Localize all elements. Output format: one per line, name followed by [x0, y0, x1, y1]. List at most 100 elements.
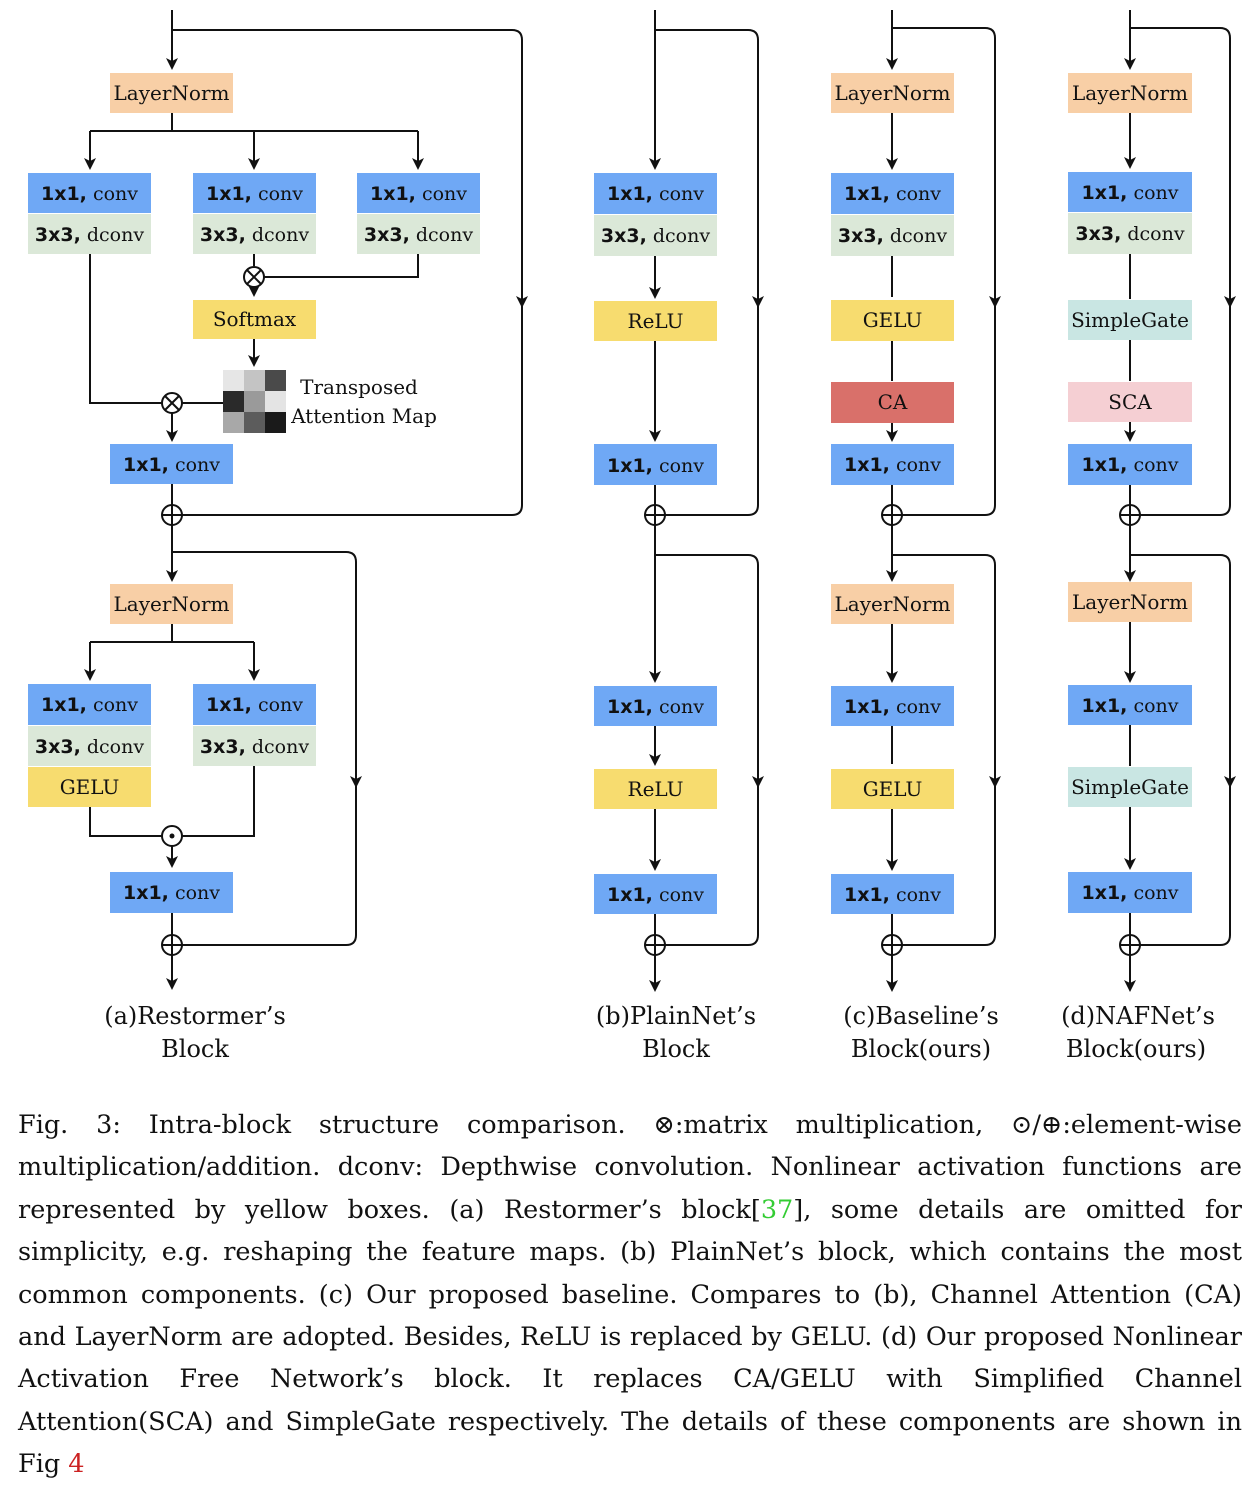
conv1x1-box — [1068, 444, 1192, 485]
block-caption-label: (a)Restormer’s — [104, 1002, 286, 1030]
gelu-label: GELU — [60, 775, 120, 799]
conv1x1-label: 1x1, conv — [206, 694, 303, 716]
conv1x1-label: 1x1, conv — [607, 455, 704, 477]
layernorm-box — [1068, 73, 1192, 113]
attention-map-label: Transposed — [300, 375, 418, 399]
conv1x1-box — [1068, 872, 1192, 913]
plainnet-block-lines — [649, 10, 764, 992]
layernorm-label: LayerNorm — [114, 592, 230, 616]
conv1x1-label: 1x1, conv — [1081, 695, 1178, 717]
simplified-channel-attention-label: SCA — [1108, 390, 1152, 414]
relu-label: ReLU — [628, 309, 684, 333]
restormer-block-lines — [84, 10, 528, 990]
conv1x1-label: 1x1, conv — [607, 884, 704, 906]
dconv3x3-label: 3x3, dconv — [200, 224, 309, 246]
simplegate-box — [1068, 767, 1192, 807]
conv1x1-box — [193, 684, 316, 725]
layernorm-label: LayerNorm — [114, 81, 230, 105]
simplified-channel-attention-box — [1068, 382, 1192, 422]
conv1x1-label: 1x1, conv — [1081, 882, 1178, 904]
gelu-box — [831, 769, 954, 809]
conv1x1-label: 1x1, conv — [844, 884, 941, 906]
restormer-block: LayerNorm 1x1, conv 3x3, dconv 1x1, conv… — [28, 73, 480, 1063]
dconv3x3-box — [357, 214, 480, 254]
dconv3x3-label: 3x3, dconv — [601, 225, 710, 247]
elementwise-multiply-icon — [161, 825, 183, 847]
dconv3x3-label: 3x3, dconv — [35, 736, 144, 758]
simplegate-label: SimpleGate — [1071, 308, 1189, 332]
conv1x1-box — [28, 173, 151, 213]
relu-label: ReLU — [628, 777, 684, 801]
conv1x1-label: 1x1, conv — [607, 183, 704, 205]
conv1x1-label: 1x1, conv — [844, 454, 941, 476]
add-icon — [644, 934, 666, 956]
relu-box — [594, 769, 717, 809]
block-caption-label: (b)PlainNet’s — [596, 1002, 756, 1030]
add-icon — [644, 504, 666, 526]
add-icon — [161, 934, 183, 956]
softmax-box — [193, 300, 316, 339]
conv1x1-box — [594, 874, 717, 914]
add-icon — [881, 504, 903, 526]
conv1x1-label: 1x1, conv — [41, 183, 138, 205]
conv1x1-box — [110, 872, 233, 913]
baseline-block-lines — [886, 10, 1001, 992]
conv1x1-box — [1068, 172, 1192, 212]
gelu-label: GELU — [863, 777, 923, 801]
conv1x1-label: 1x1, conv — [1081, 182, 1178, 204]
dconv3x3-box — [193, 214, 316, 254]
conv1x1-label: 1x1, conv — [1081, 454, 1178, 476]
figure-caption: Fig. 3: Intra-block structure comparison… — [18, 1104, 1242, 1486]
gelu-box — [831, 300, 954, 341]
conv1x1-label: 1x1, conv — [844, 696, 941, 718]
channel-attention-box — [831, 382, 954, 423]
dconv3x3-box — [594, 215, 717, 256]
conv1x1-label: 1x1, conv — [370, 183, 467, 205]
block-caption-label: (d)NAFNet’s — [1061, 1002, 1215, 1030]
block-structure-diagram: LayerNorm 1x1, conv 3x3, dconv 1x1, conv… — [28, 10, 1236, 1063]
conv1x1-box — [594, 444, 717, 485]
add-icon — [161, 504, 183, 526]
citation-link[interactable]: 37 — [760, 1194, 794, 1225]
matrix-multiply-icon — [161, 392, 183, 414]
dconv3x3-box — [1068, 213, 1192, 254]
attention-map-label: Attention Map — [290, 404, 437, 428]
figure-reference-link[interactable]: 4 — [68, 1449, 85, 1480]
conv1x1-box — [831, 874, 954, 914]
gelu-label: GELU — [863, 308, 923, 332]
add-icon — [1119, 504, 1141, 526]
dconv3x3-label: 3x3, dconv — [364, 224, 473, 246]
conv1x1-box — [594, 173, 717, 214]
layernorm-label: LayerNorm — [1072, 590, 1188, 614]
conv1x1-box — [831, 444, 954, 485]
layernorm-label: LayerNorm — [835, 81, 951, 105]
block-caption-label: Block — [642, 1035, 710, 1063]
dconv3x3-box — [28, 726, 151, 766]
layernorm-box — [110, 73, 233, 113]
layernorm-box — [831, 584, 954, 624]
gelu-box — [28, 767, 151, 807]
matrix-multiply-icon — [243, 266, 265, 288]
conv1x1-box — [357, 173, 480, 213]
conv1x1-label: 1x1, conv — [844, 183, 941, 205]
layernorm-label: LayerNorm — [835, 592, 951, 616]
conv1x1-box — [1068, 685, 1192, 725]
dconv3x3-box — [28, 214, 151, 254]
block-caption-label: Block — [161, 1035, 229, 1063]
block-caption-label: Block(ours) — [851, 1035, 991, 1063]
dconv3x3-label: 3x3, dconv — [1075, 223, 1184, 245]
conv1x1-box — [594, 686, 717, 726]
conv1x1-label: 1x1, conv — [41, 694, 138, 716]
nafnet-block: LayerNorm 1x1, conv 3x3, dconv SimpleGat… — [1061, 73, 1215, 1063]
conv1x1-box — [110, 444, 233, 484]
simplegate-label: SimpleGate — [1071, 775, 1189, 799]
baseline-block: LayerNorm 1x1, conv 3x3, dconv GELU CA 1… — [831, 73, 999, 1063]
block-caption-label: Block(ours) — [1066, 1035, 1206, 1063]
channel-attention-label: CA — [878, 390, 908, 414]
conv1x1-box — [831, 686, 954, 726]
simplegate-box — [1068, 300, 1192, 340]
block-caption-label: (c)Baseline’s — [843, 1002, 999, 1030]
dconv3x3-label: 3x3, dconv — [200, 736, 309, 758]
conv1x1-box — [28, 684, 151, 725]
add-icon — [881, 934, 903, 956]
